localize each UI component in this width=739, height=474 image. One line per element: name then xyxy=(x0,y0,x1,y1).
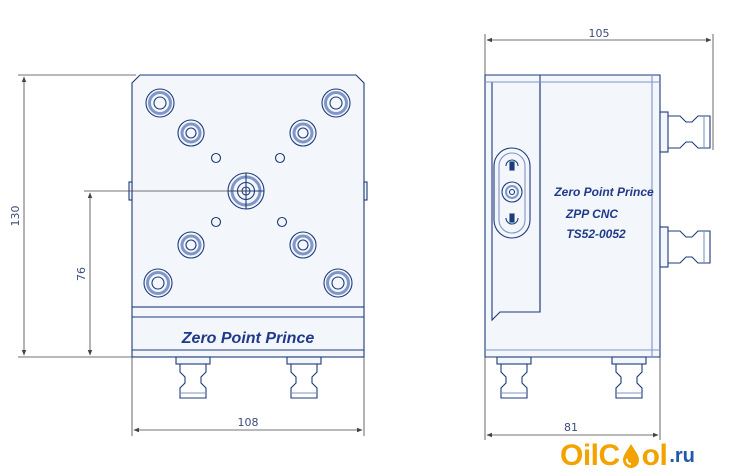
front-fitting-right xyxy=(286,356,322,399)
mount-hole-br xyxy=(289,231,317,259)
side-part-number: TS52-0052 xyxy=(566,227,626,241)
front-fitting-left xyxy=(175,356,211,399)
front-dimensions xyxy=(18,74,365,436)
dim-width-81: 81 xyxy=(564,421,578,434)
logo-text-part1: OilC xyxy=(560,439,620,472)
side-view xyxy=(484,74,711,399)
corner-bolt-bl xyxy=(143,268,173,298)
pin-hole xyxy=(276,216,288,228)
pin-hole xyxy=(210,152,222,164)
side-fitting-bottom-right xyxy=(611,356,647,399)
side-fitting-top xyxy=(659,111,711,153)
mount-hole-bl xyxy=(177,231,205,259)
side-dimensions xyxy=(484,34,714,440)
dim-height-76: 76 xyxy=(75,267,88,281)
side-brand-label: Zero Point Prince xyxy=(553,185,654,199)
pin-hole xyxy=(210,216,222,228)
front-brand-band xyxy=(131,306,365,358)
side-fitting-bottom-left xyxy=(496,356,532,399)
dim-height-130: 130 xyxy=(9,206,22,227)
front-view xyxy=(128,74,368,399)
mount-hole-tr xyxy=(289,119,317,147)
side-actuator-slot xyxy=(493,147,531,239)
corner-bolt-tl xyxy=(145,88,175,118)
logo-text-part2: ol xyxy=(641,439,668,472)
oilcool-logo: OilC ol .ru xyxy=(560,440,695,472)
mount-hole-tl xyxy=(177,119,205,147)
side-model-label: ZPP CNC xyxy=(565,207,619,221)
corner-bolt-tr xyxy=(321,88,351,118)
dim-width-105: 105 xyxy=(589,27,610,40)
corner-bolt-br xyxy=(323,268,353,298)
side-fitting-bottom xyxy=(659,226,711,268)
front-brand-label: Zero Point Prince xyxy=(181,330,315,347)
logo-domain-suffix: .ru xyxy=(669,445,695,467)
oil-drop-icon xyxy=(622,444,639,468)
pin-hole xyxy=(274,152,286,164)
dim-width-108: 108 xyxy=(238,416,259,429)
